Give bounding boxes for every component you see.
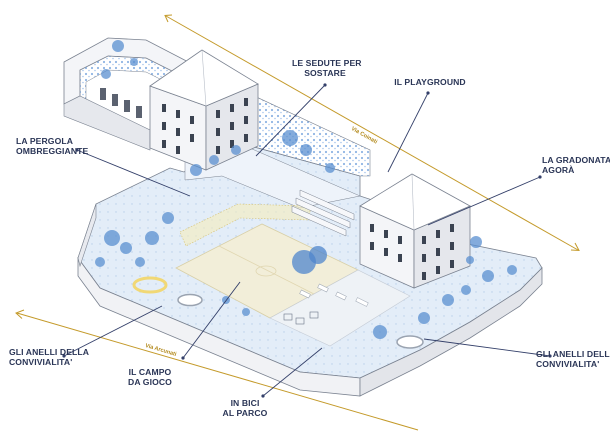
building-right: [359, 173, 471, 289]
callout-campo: IL CAMPO DA GIOCO: [128, 367, 172, 388]
leader-anelli-left: [63, 305, 163, 357]
conviviality-rings: [132, 276, 424, 349]
leader-line-dot-icon: [62, 354, 66, 358]
play-equipment: [283, 311, 319, 325]
callout-anelli-right: GLI ANELLI DELLA CONVIVIALITA': [536, 349, 610, 370]
leader-line-dot-icon: [538, 175, 542, 179]
gradonata: [291, 189, 355, 237]
leader-line-dot-icon: [323, 83, 327, 87]
building-left: [149, 49, 259, 171]
callout-pergola: LA PERGOLA OMBREGGIANTE: [16, 136, 89, 157]
callout-anelli-left: GLI ANELLI DELLA CONVIVIALITA': [9, 347, 90, 368]
leader-line-dot-icon: [426, 91, 430, 95]
leader-sedute: [255, 84, 326, 157]
leader-line-dot-icon: [261, 394, 265, 398]
seating-benches: [299, 283, 369, 307]
leader-line-dot-icon: [181, 356, 185, 360]
playfield: [175, 223, 411, 347]
leader-dots: [62, 83, 552, 398]
building-left-windows: [162, 98, 248, 154]
leader-pergola: [76, 149, 191, 197]
building-right-windows: [370, 224, 454, 280]
leader-playground: [387, 92, 429, 173]
street-arrow-north: [164, 14, 580, 252]
callout-playground: IL PLAYGROUND: [394, 77, 466, 87]
callout-gradonata: LA GRADONATA AGORÀ: [542, 155, 610, 176]
leader-gradonata: [427, 176, 541, 226]
leader-anelli-right: [423, 338, 551, 357]
callout-sedute: LE SEDUTE PER SOSTARE: [292, 58, 362, 79]
vegetation: [95, 40, 517, 339]
north-wing: [63, 37, 251, 151]
callout-bici: IN BICI AL PARCO: [222, 398, 268, 419]
leader-line-dot-icon: [75, 148, 79, 152]
leader-lines: [63, 84, 551, 397]
leader-campo: [182, 281, 241, 359]
street-arrow-south: [15, 309, 419, 431]
leader-bici: [262, 347, 323, 397]
leader-line-dot-icon: [548, 354, 552, 358]
